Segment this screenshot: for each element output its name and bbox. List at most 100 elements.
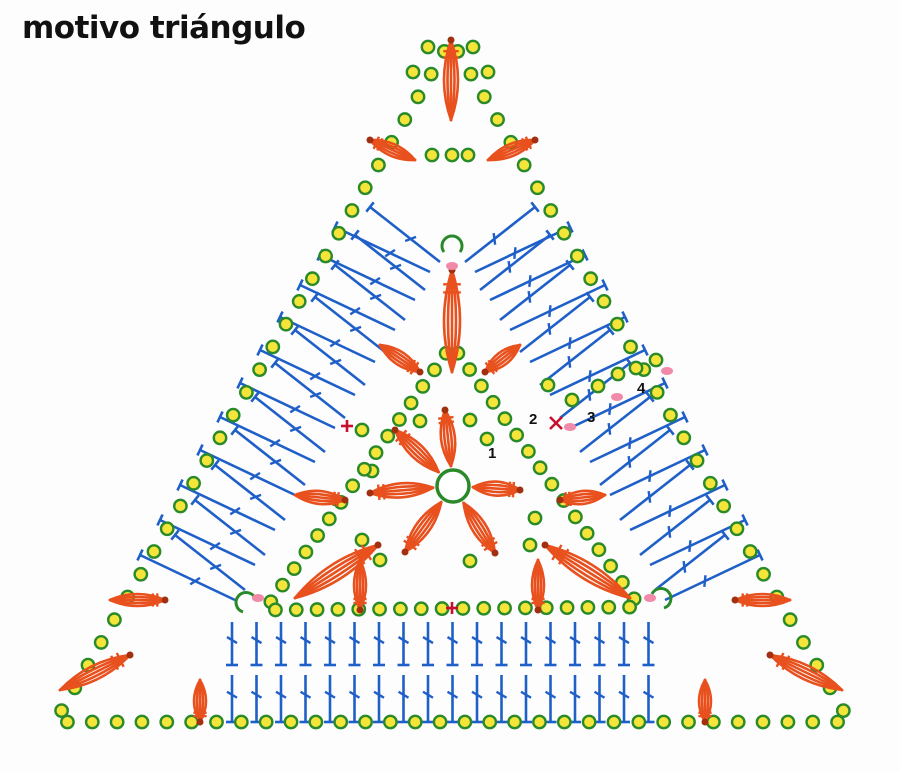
double-crochet [619, 459, 695, 522]
double-crochet [642, 675, 655, 724]
chain-layer [54, 39, 851, 730]
chain-stitch [522, 537, 538, 553]
chain-stitch [742, 544, 758, 559]
double-crochet [170, 529, 246, 592]
double-crochet [299, 622, 312, 667]
cluster-stitch [352, 558, 368, 614]
outer-corner-cluster [766, 651, 844, 692]
chain-stitch [590, 378, 606, 394]
double-crochet [649, 514, 749, 567]
chain-stitch [298, 544, 314, 560]
chain-stitch [518, 600, 533, 616]
chain-stitch [623, 339, 638, 355]
cluster-stitch [556, 489, 607, 507]
double-crochet [216, 411, 316, 464]
cluster-stitch [108, 592, 169, 608]
chain-stitch [702, 475, 718, 491]
chain-stitch [356, 461, 372, 477]
double-crochet [544, 675, 557, 724]
corner-cluster [541, 541, 632, 600]
chain-stitch [199, 453, 215, 468]
chain-stitch [656, 714, 672, 730]
chain-stitch [405, 64, 421, 80]
double-crochet [520, 622, 532, 667]
chain-stitch [392, 412, 407, 427]
chain-stitch [423, 66, 439, 82]
double-crochet [276, 311, 376, 364]
chain-stitch [372, 552, 388, 568]
chain-stitch [415, 379, 431, 394]
chain-stitch [268, 602, 283, 618]
chain-stitch [583, 271, 599, 287]
chain-stitch [569, 248, 585, 264]
slip-stitch [564, 423, 576, 431]
double-crochet [509, 279, 609, 332]
chain-stitch [482, 714, 498, 730]
double-crochet [569, 675, 581, 724]
center-petal-cluster [462, 501, 499, 557]
chain-stitch [516, 157, 532, 173]
chain-stitch [631, 714, 647, 730]
cluster-layer [58, 36, 844, 726]
chain-stitch [310, 528, 325, 543]
chain-stitch [209, 714, 224, 730]
chain-stitch [354, 422, 370, 438]
chain-stitch [462, 362, 478, 377]
double-crochet [422, 675, 434, 724]
chain-stitch [410, 89, 426, 105]
chain-stitch [172, 498, 188, 514]
double-crochet [519, 291, 595, 354]
round-label-1: 1 [488, 445, 496, 462]
start-marker [341, 420, 353, 432]
chain-stitch [520, 444, 536, 459]
start-marker [446, 602, 458, 614]
chain-stitch [540, 377, 556, 393]
chain-stitch [368, 445, 384, 461]
double-crochet [495, 675, 508, 724]
chain-stitch [54, 703, 69, 719]
chain-stitch [407, 714, 423, 730]
center-petal-cluster [438, 406, 457, 468]
chain-stitch [805, 714, 821, 730]
chain-stitch [465, 39, 481, 55]
slip-stitch [252, 594, 264, 602]
chain-stitch [60, 714, 75, 730]
double-crochet [250, 675, 263, 724]
chain-stitch [606, 714, 622, 730]
double-crochet [464, 201, 540, 264]
double-crochet [479, 229, 555, 292]
double-crochet [495, 622, 508, 667]
chain-stitch [420, 39, 436, 55]
corner-cluster [442, 266, 462, 374]
double-crochet [256, 344, 356, 397]
chain-stitch [689, 453, 705, 468]
chain-stitch [509, 427, 525, 443]
double-crochet [331, 221, 431, 274]
chain-stitch [432, 714, 448, 730]
double-crochet [350, 229, 426, 292]
double-crochet [290, 324, 366, 387]
chain-stitch [610, 366, 626, 382]
chain-stitch [344, 203, 360, 218]
double-crochet [474, 221, 574, 274]
chain-stitch [490, 112, 505, 127]
double-crochet [324, 675, 336, 724]
double-crochet [609, 444, 709, 497]
chain-stitch [716, 498, 732, 514]
chain-stitch [252, 362, 268, 378]
center-petal-cluster [391, 426, 440, 474]
double-crochet [446, 675, 459, 724]
double-crochet [397, 675, 410, 724]
corner-loop [234, 590, 257, 614]
double-crochet [226, 675, 238, 724]
double-crochet [275, 622, 287, 667]
chain-stitch [380, 428, 396, 444]
double-crochet [618, 622, 630, 667]
chain-stitch [579, 525, 595, 541]
double-crochet-layer [136, 201, 764, 724]
double-crochet [422, 622, 434, 667]
double-crochet [471, 622, 483, 667]
double-crochet [544, 622, 557, 667]
double-crochet [373, 622, 385, 667]
outer-corner-cluster [442, 36, 460, 122]
